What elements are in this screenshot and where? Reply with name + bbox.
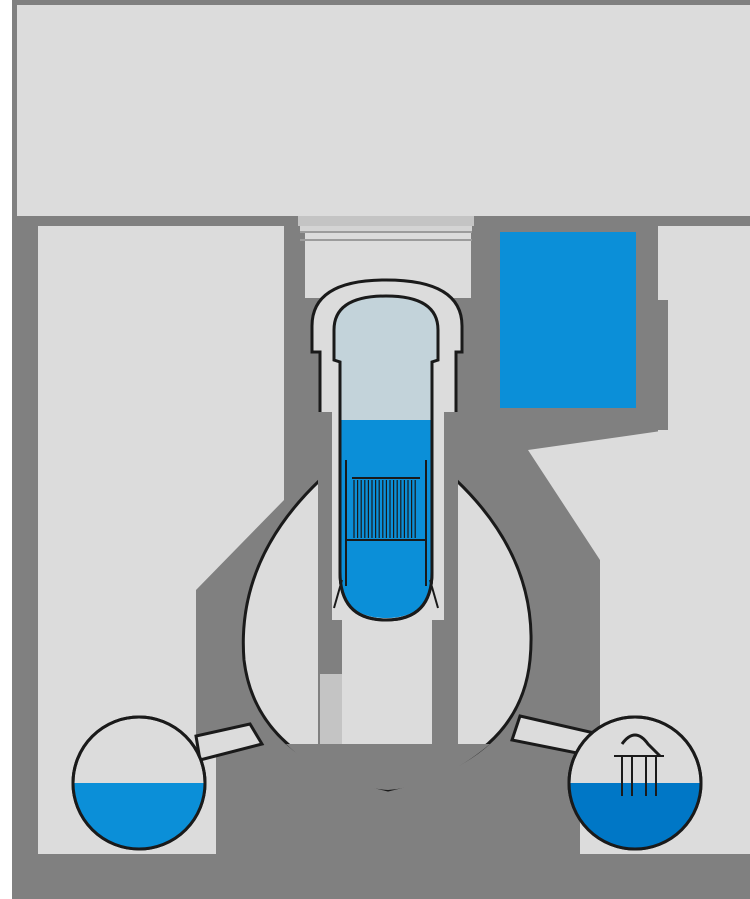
left-pedestal [318,412,332,622]
upper-hall [17,5,750,216]
right-pedestal-lower [432,620,458,744]
right-pedestal [444,412,458,622]
shaft-plug-top [298,216,474,226]
isolation-condenser-pool [500,232,636,408]
left-pedestal-light [320,674,342,744]
